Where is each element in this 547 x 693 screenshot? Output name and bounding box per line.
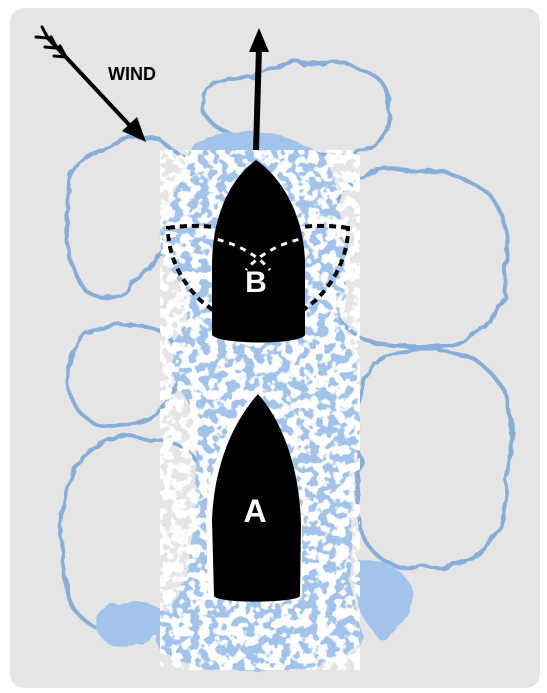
boat-a-label: A [243, 493, 266, 529]
boat-b-label: B [245, 266, 267, 299]
heading-arrow-shaft [256, 48, 259, 150]
wind-label: WIND [108, 64, 156, 84]
